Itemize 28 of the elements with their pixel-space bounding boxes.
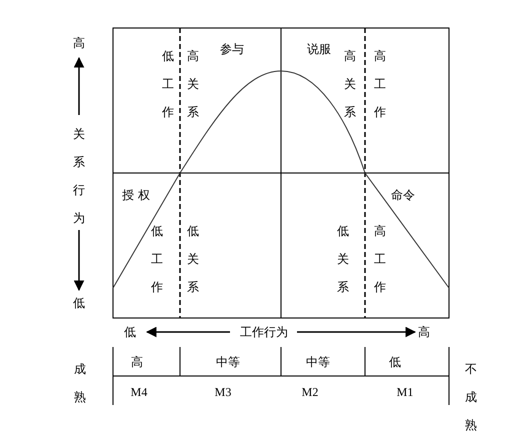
row-heading: 成熟 bbox=[74, 361, 86, 406]
behavior-label: 高关系 bbox=[187, 48, 199, 121]
maturity-level: 中等 bbox=[306, 355, 330, 369]
row-heading: 不成熟 bbox=[465, 361, 477, 432]
style-label: 命令 bbox=[391, 188, 415, 202]
style-label: 授权 bbox=[122, 188, 154, 202]
behavior-label: 高关系 bbox=[344, 48, 356, 121]
behavior-label: 低关系 bbox=[337, 223, 349, 296]
axis-title: 关系行为 bbox=[73, 126, 85, 227]
behavior-label: 低工作 bbox=[162, 48, 174, 121]
axis-end-label: 高 bbox=[418, 325, 430, 339]
maturity-code: M4 bbox=[130, 385, 148, 399]
maturity-level: 中等 bbox=[216, 355, 240, 369]
behavior-label: 低工作 bbox=[151, 223, 163, 296]
axis-end-label: 低 bbox=[124, 325, 136, 339]
axis-end-label: 高 bbox=[73, 36, 85, 50]
behavior-label: 低关系 bbox=[187, 223, 199, 296]
style-label: 说服 bbox=[307, 42, 331, 56]
maturity-code: M2 bbox=[302, 385, 318, 399]
maturity-level: 高 bbox=[131, 355, 143, 369]
maturity-code: M3 bbox=[214, 385, 232, 399]
behavior-label: 高工作 bbox=[374, 48, 386, 121]
style-label: 参与 bbox=[220, 42, 244, 56]
behavior-label: 高工作 bbox=[374, 223, 386, 296]
axis-title: 工作行为 bbox=[240, 325, 288, 339]
maturity-level: 低 bbox=[389, 355, 401, 369]
axis-end-label: 低 bbox=[73, 296, 85, 310]
maturity-code: M1 bbox=[396, 385, 414, 399]
